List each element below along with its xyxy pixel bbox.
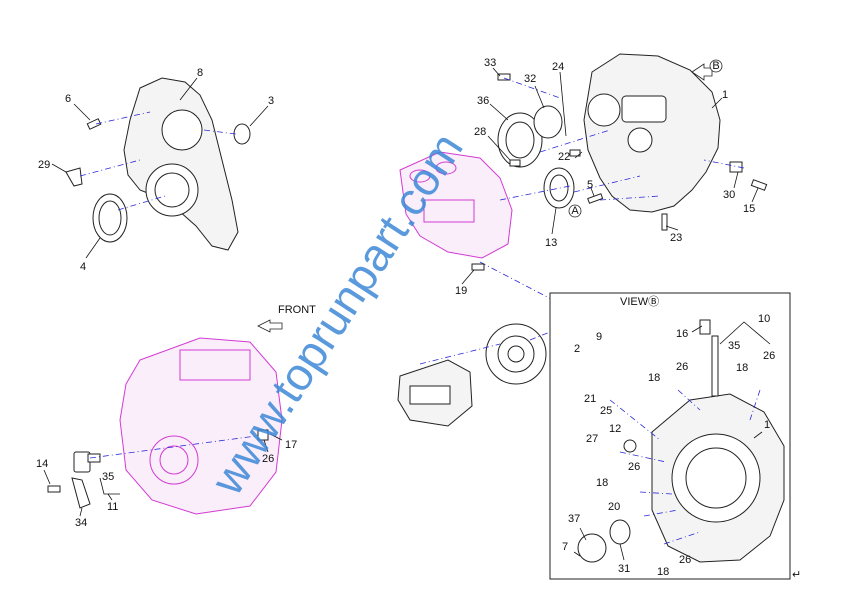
bolt-14	[47, 485, 61, 493]
callout-13: 13	[545, 237, 557, 249]
callout-3: 3	[268, 95, 274, 107]
callout-30: 30	[723, 189, 735, 201]
front-label: FRONT	[278, 304, 316, 316]
view-callout-21: 21	[584, 393, 596, 405]
callout-4: 4	[80, 261, 86, 273]
view-callout-18b: 18	[736, 362, 748, 374]
bolt-16	[699, 319, 711, 335]
bracket-34	[71, 477, 91, 509]
callout-a-circle	[568, 204, 582, 218]
view-callout-12: 12	[609, 423, 621, 435]
plug-30	[729, 161, 743, 173]
callout-15: 15	[743, 203, 755, 215]
view-callout-20: 20	[608, 501, 620, 513]
view-b-marker-label: B	[712, 60, 719, 72]
callout-labels: 8 6 3 29 4 33 32 24 36 28 22 1 5 13 23 3…	[36, 57, 775, 578]
callout-17: 17	[285, 439, 297, 451]
callout-36: 36	[477, 95, 489, 107]
view-callout-35: 35	[728, 340, 740, 352]
view-callout-1: 1	[764, 419, 770, 431]
watermark-text: www.toprunpart.com	[200, 123, 473, 504]
callout-8: 8	[197, 67, 203, 79]
callout-14: 14	[36, 458, 48, 470]
callout-9: 9	[596, 331, 602, 343]
o-ring-3	[233, 123, 251, 145]
view-callout-18a: 18	[648, 372, 660, 384]
pipe-35	[711, 335, 719, 397]
front-arrow-icon	[257, 319, 283, 333]
o-ring-31	[609, 519, 631, 545]
bolt-19	[471, 263, 485, 271]
callout-34: 34	[75, 517, 87, 529]
engine-outline-top	[399, 151, 581, 315]
bolt-6	[86, 118, 102, 130]
callout-6: 6	[65, 93, 71, 105]
bolt-23	[661, 213, 668, 231]
front-cover-plate	[123, 77, 239, 251]
view-callout-27: 27	[586, 433, 598, 445]
callout-a-label: A	[571, 205, 579, 217]
view-callout-26d: 26	[679, 554, 691, 566]
bolt-15	[750, 179, 768, 191]
callout-23: 23	[670, 232, 682, 244]
pin-5	[587, 193, 604, 204]
clip-29	[65, 167, 83, 187]
callout-28: 28	[474, 126, 486, 138]
o-ring-32	[533, 105, 563, 139]
view-b-arrow-icon	[691, 63, 713, 81]
view-callout-10: 10	[758, 313, 770, 325]
callout-29: 29	[38, 159, 50, 171]
front-cover-bore	[161, 109, 203, 151]
corner-mark: ↵	[792, 569, 801, 581]
view-callout-16: 16	[676, 328, 688, 340]
view-b-circle	[709, 59, 723, 73]
callout-5: 5	[587, 179, 593, 191]
view-callout-18d: 18	[657, 566, 669, 578]
cover-37	[577, 533, 607, 563]
bolt-33	[497, 73, 511, 81]
gasket-26	[257, 429, 269, 441]
bolt-28	[509, 159, 521, 167]
view-callout-25: 25	[600, 405, 612, 417]
callout-26: 26	[262, 453, 274, 465]
o-ring-35	[87, 453, 101, 463]
plug-12	[623, 439, 637, 453]
callout-32: 32	[524, 73, 536, 85]
callout-24: 24	[552, 61, 564, 73]
callout-11: 11	[107, 501, 118, 513]
front-cover-group	[51, 77, 269, 259]
view-callout-37: 37	[568, 513, 580, 525]
view-callout-31: 31	[618, 563, 630, 575]
sensor-group	[43, 429, 283, 517]
callout-2: 2	[574, 343, 580, 355]
bolt-22	[569, 149, 581, 157]
callout-19: 19	[455, 285, 467, 297]
callout-33: 33	[484, 57, 496, 69]
callout-1: 1	[722, 89, 728, 101]
view-callout-26b: 26	[763, 350, 775, 362]
callout-35: 35	[102, 471, 114, 483]
view-callout-7: 7	[562, 541, 568, 553]
engine-outline-bottom: FRONT	[119, 304, 316, 515]
view-b-title: VIEWⒷ	[620, 295, 659, 308]
callout-22: 22	[558, 151, 570, 163]
view-callout-18c: 18	[596, 477, 608, 489]
view-b-panel: VIEWⒷ ↵	[549, 292, 801, 581]
flywheel-housing-group: A B	[487, 53, 768, 235]
view-callout-26a: 26	[676, 361, 688, 373]
view-callout-26c: 26	[628, 461, 640, 473]
flywheel-housing-1	[583, 53, 721, 213]
